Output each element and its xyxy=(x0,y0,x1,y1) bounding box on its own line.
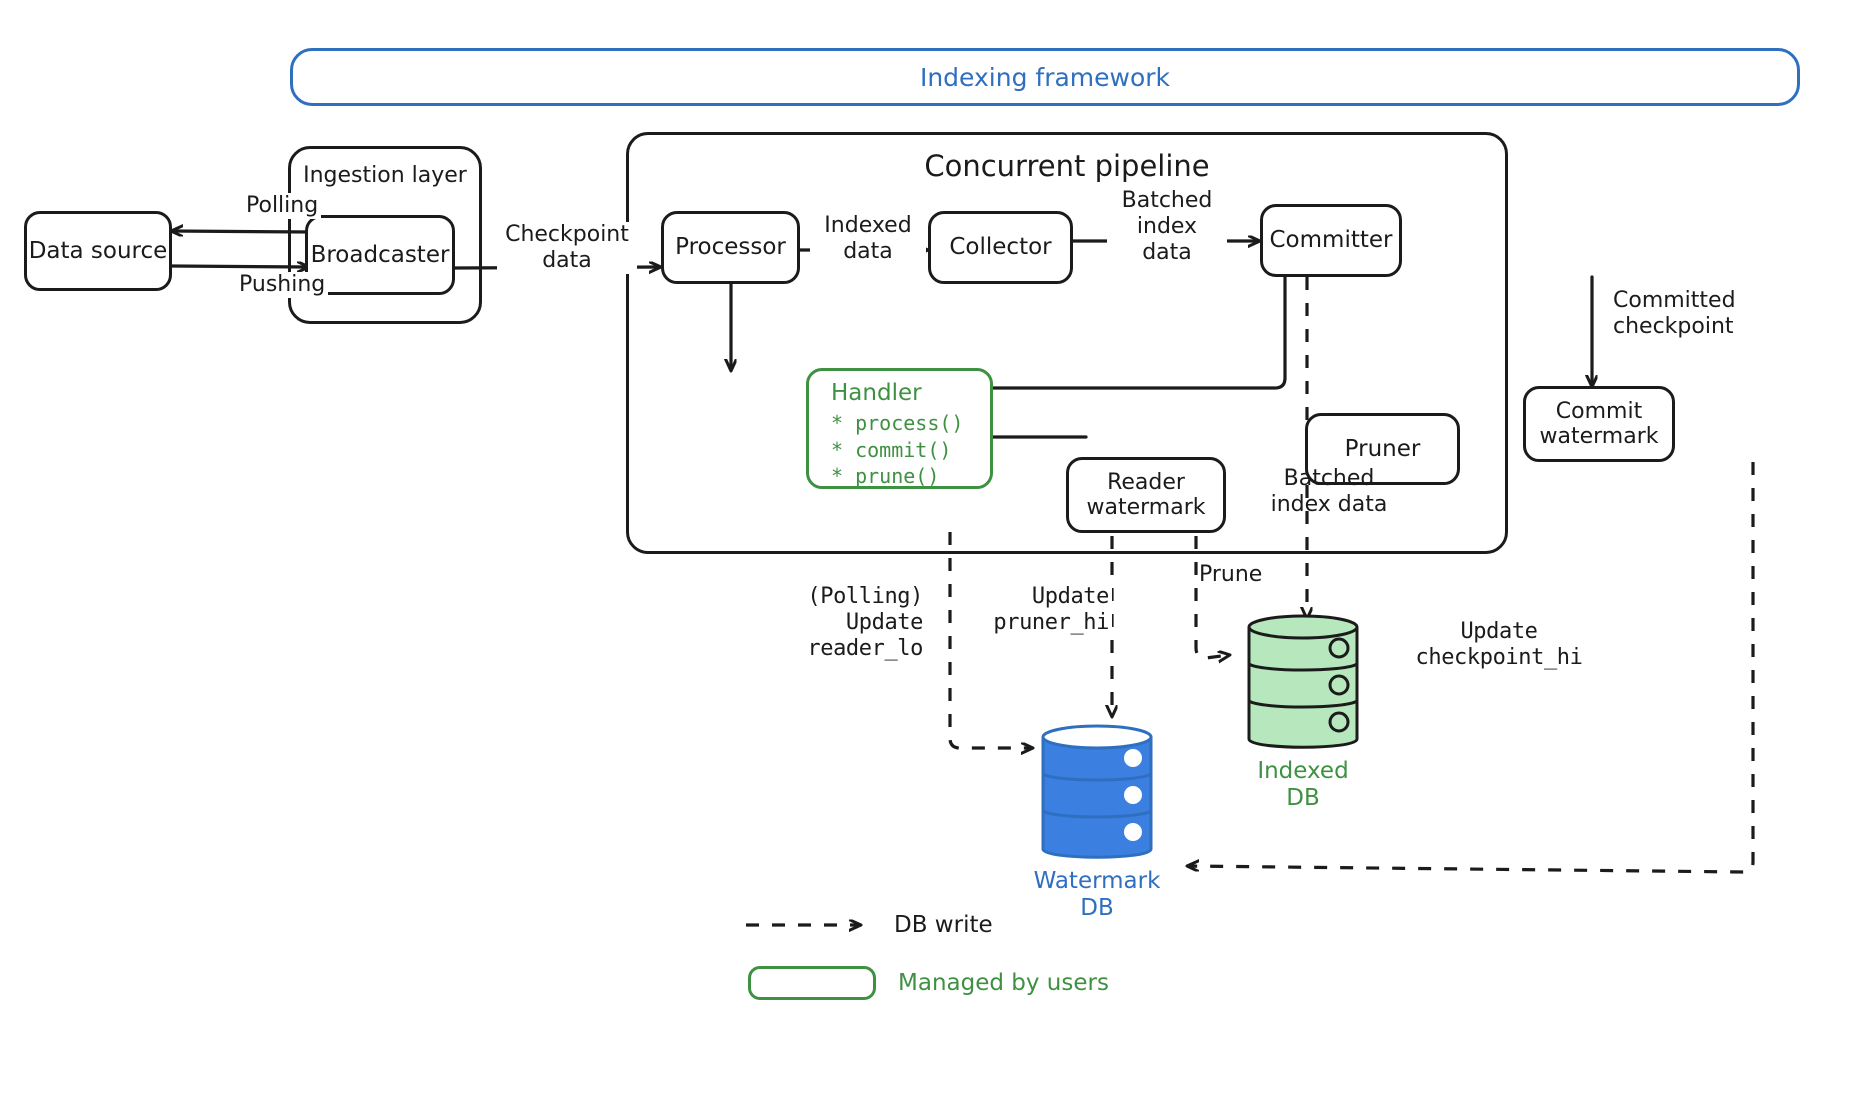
edge-label-polling-update-reader-lo: (Polling) Update reader_lo xyxy=(778,584,926,662)
legend-row-managed-by-users: Managed by users xyxy=(748,966,1109,1000)
group-ingestion-layer: Ingestion layer xyxy=(288,146,482,324)
edge-label-pushing: Pushing xyxy=(236,272,329,298)
managed-by-users-swatch xyxy=(748,966,876,1000)
node-broadcaster[interactable]: Broadcaster xyxy=(305,215,455,295)
legend-managed-by-users-label: Managed by users xyxy=(898,970,1109,996)
node-processor-label: Processor xyxy=(675,234,786,261)
concurrent-pipeline-title: Concurrent pipeline xyxy=(924,149,1210,183)
edge-label-committed-checkpoint: Committed checkpoint xyxy=(1610,288,1806,340)
edge-label-batched-index-data-2: Batched index data xyxy=(1270,466,1388,517)
legend: DB write Managed by users xyxy=(742,908,1202,1018)
group-indexing-framework: Indexing framework xyxy=(290,48,1800,106)
dashed-arrow-icon xyxy=(746,908,882,942)
node-pruner-label: Pruner xyxy=(1344,435,1421,462)
database-watermark-db[interactable]: Watermark DB xyxy=(1034,718,1160,940)
node-collector-label: Collector xyxy=(949,234,1052,261)
node-data-source[interactable]: Data source xyxy=(24,211,172,291)
node-committer-label: Committer xyxy=(1269,227,1393,254)
node-commit-watermark-label: Commit watermark xyxy=(1539,398,1659,449)
legend-db-write-label: DB write xyxy=(894,912,993,938)
indexed-db-cylinder-icon xyxy=(1247,614,1359,749)
edge-label-batched-index-data: Batched index data xyxy=(1107,188,1227,266)
database-indexed-db[interactable]: Indexed DB xyxy=(1243,608,1363,830)
watermark-db-cylinder-icon xyxy=(1041,724,1153,859)
indexing-framework-title: Indexing framework xyxy=(919,63,1171,92)
legend-row-db-write: DB write xyxy=(742,908,993,942)
node-handler[interactable]: Handler * process() * commit() * prune() xyxy=(806,368,993,489)
node-handler-title: Handler xyxy=(831,380,922,406)
node-data-source-label: Data source xyxy=(28,237,168,264)
node-handler-method-process: * process() xyxy=(831,411,964,436)
node-handler-method-prune: * prune() xyxy=(831,464,940,489)
node-reader-watermark-label: Reader watermark xyxy=(1086,469,1206,520)
edge-label-update-pruner-hi: Update pruner_hi xyxy=(968,584,1112,636)
node-handler-method-commit: * commit() xyxy=(831,437,952,462)
ingestion-layer-title: Ingestion layer xyxy=(303,163,467,188)
node-reader-watermark[interactable]: Reader watermark xyxy=(1066,457,1226,533)
node-commit-watermark[interactable]: Commit watermark xyxy=(1523,386,1675,462)
edge-label-update-checkpoint-hi: Update checkpoint_hi xyxy=(1410,619,1588,671)
node-collector[interactable]: Collector xyxy=(928,211,1073,284)
node-broadcaster-label: Broadcaster xyxy=(310,241,450,268)
node-committer[interactable]: Committer xyxy=(1260,204,1402,277)
edge-label-polling: Polling xyxy=(243,193,322,219)
edge-label-checkpoint-data: Checkpoint data xyxy=(497,222,637,274)
edge-label-indexed-data: Indexed data xyxy=(810,213,926,265)
indexed-db-label: Indexed DB xyxy=(1257,758,1349,812)
node-processor[interactable]: Processor xyxy=(661,211,800,284)
group-concurrent-pipeline: Concurrent pipeline xyxy=(626,132,1508,554)
edge-label-prune: Prune xyxy=(1199,562,1263,587)
watermark-db-label: Watermark DB xyxy=(1033,868,1161,922)
